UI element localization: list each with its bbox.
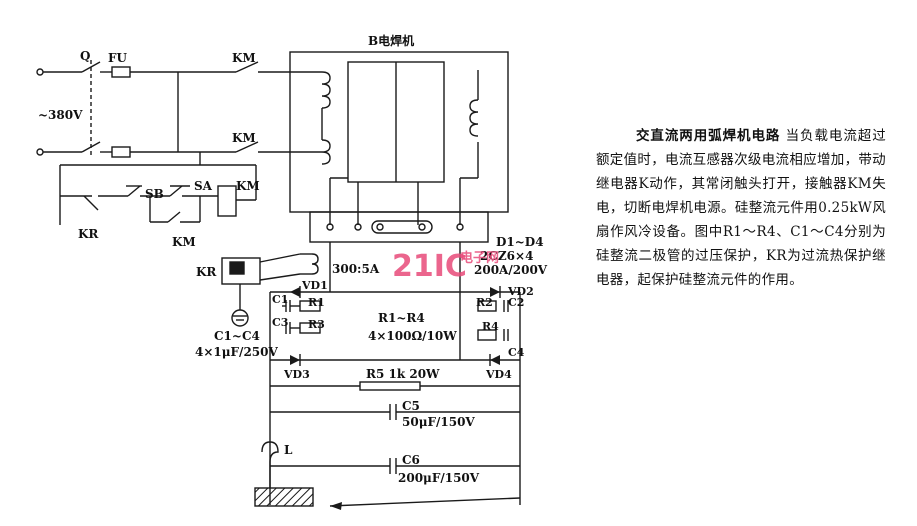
- diode-vd2: [490, 287, 500, 297]
- km-coil: [217, 185, 237, 217]
- ground-circle: [231, 309, 249, 327]
- label-ct: 300:5A: [332, 262, 380, 276]
- label-r1r4-a: R1~R4: [378, 311, 425, 325]
- description-body: 当负载电流超过额定值时，电流互感器次级电流相应增加，带动继电器K动作，其常闭触头…: [596, 128, 887, 288]
- primary-coil-1: [321, 71, 331, 109]
- label-r5: R5 1k 20W: [366, 367, 440, 381]
- label-c1c4-a: C1~C4: [214, 329, 260, 343]
- kr-relay: [221, 257, 261, 285]
- label-kr-relay: KR: [196, 265, 217, 279]
- supply-section: [36, 60, 290, 165]
- label-c6: C6: [402, 453, 420, 467]
- watermark-subtext: 电子网: [460, 250, 499, 266]
- terminal-4: [418, 223, 426, 231]
- label-km-mid: KM: [232, 131, 256, 145]
- diode-vd3: [290, 355, 300, 365]
- watermark-logo: 21IC: [392, 249, 467, 284]
- label-c2: C2: [508, 296, 524, 309]
- resistor-r5: [359, 381, 421, 391]
- resistor-r4: [477, 329, 497, 341]
- label-d1d4-b: 2CZ6×4: [480, 249, 533, 263]
- label-sa: SA: [194, 179, 213, 193]
- terminal-l2: [36, 148, 44, 156]
- label-sb: SB: [145, 187, 164, 201]
- km-aux-contact: [167, 211, 181, 223]
- label-fu: FU: [108, 51, 128, 65]
- terminal-1: [326, 223, 334, 231]
- label-r4: R4: [482, 320, 499, 333]
- label-c1: C1: [272, 293, 288, 306]
- terminal-board: [309, 211, 489, 243]
- label-vd3: VD3: [283, 368, 310, 381]
- km-contact-lower: [235, 141, 259, 153]
- label-voltage: ~380V: [38, 108, 83, 122]
- secondary-coil: [469, 99, 479, 137]
- fuse-lower: [111, 146, 131, 158]
- terminal-2: [354, 223, 362, 231]
- control-section: [59, 164, 257, 225]
- sb-contact: [127, 185, 141, 197]
- label-c6-value: 200μF/150V: [398, 471, 480, 485]
- label-c5-value: 50μF/150V: [402, 415, 475, 429]
- diode-vd1: [290, 287, 300, 297]
- label-q: Q: [80, 49, 90, 63]
- description-block: 交直流两用弧焊机电路 当负载电流超过额定值时，电流互感器次级电流相应增加，带动继…: [596, 124, 886, 292]
- welder-enclosure: [289, 51, 509, 213]
- label-d1d4-a: D1~D4: [496, 235, 544, 249]
- label-d1d4-c: 200A/200V: [474, 263, 548, 277]
- label-vd2: VD2: [507, 285, 534, 298]
- inductor-l: [261, 441, 279, 463]
- label-l: L: [284, 443, 293, 457]
- kr-element: [229, 261, 245, 275]
- label-km-coil: KM: [236, 179, 260, 193]
- diode-vd4: [490, 355, 500, 365]
- output-section: [254, 381, 521, 510]
- terminal-l1: [36, 68, 44, 76]
- primary-coil-2: [321, 139, 331, 165]
- label-c5: C5: [402, 399, 420, 413]
- label-r1: R1: [308, 296, 325, 309]
- label-vd1: VD1: [301, 279, 328, 292]
- label-r3: R3: [308, 318, 325, 331]
- link-bar: [371, 220, 433, 234]
- resistor-r2: [477, 300, 497, 312]
- km-contact-upper: [235, 61, 259, 73]
- kr-nc-contact: [83, 195, 99, 211]
- label-vd4: VD4: [485, 368, 512, 381]
- label-km-bottom: KM: [172, 235, 196, 249]
- label-c4: C4: [508, 346, 525, 359]
- current-transformer: [311, 253, 319, 275]
- fuse-upper: [111, 66, 131, 78]
- workpiece: [254, 487, 314, 507]
- label-km-top: KM: [232, 51, 256, 65]
- label-c1c4-b: 4×1μF/250V: [195, 345, 278, 359]
- terminal-3: [376, 223, 384, 231]
- description-title: 交直流两用弧焊机电路: [636, 128, 781, 144]
- transformer: [289, 51, 509, 225]
- label-kr-bottom: KR: [78, 227, 99, 241]
- label-r1r4-b: 4×100Ω/10W: [368, 329, 457, 343]
- label-r2: R2: [476, 296, 493, 309]
- electrode-lead: [329, 497, 521, 507]
- terminal-block: [309, 211, 489, 243]
- sa-contact: [169, 185, 183, 197]
- label-welder: B电焊机: [368, 33, 414, 48]
- terminal-5: [456, 223, 464, 231]
- label-c3: C3: [272, 316, 288, 329]
